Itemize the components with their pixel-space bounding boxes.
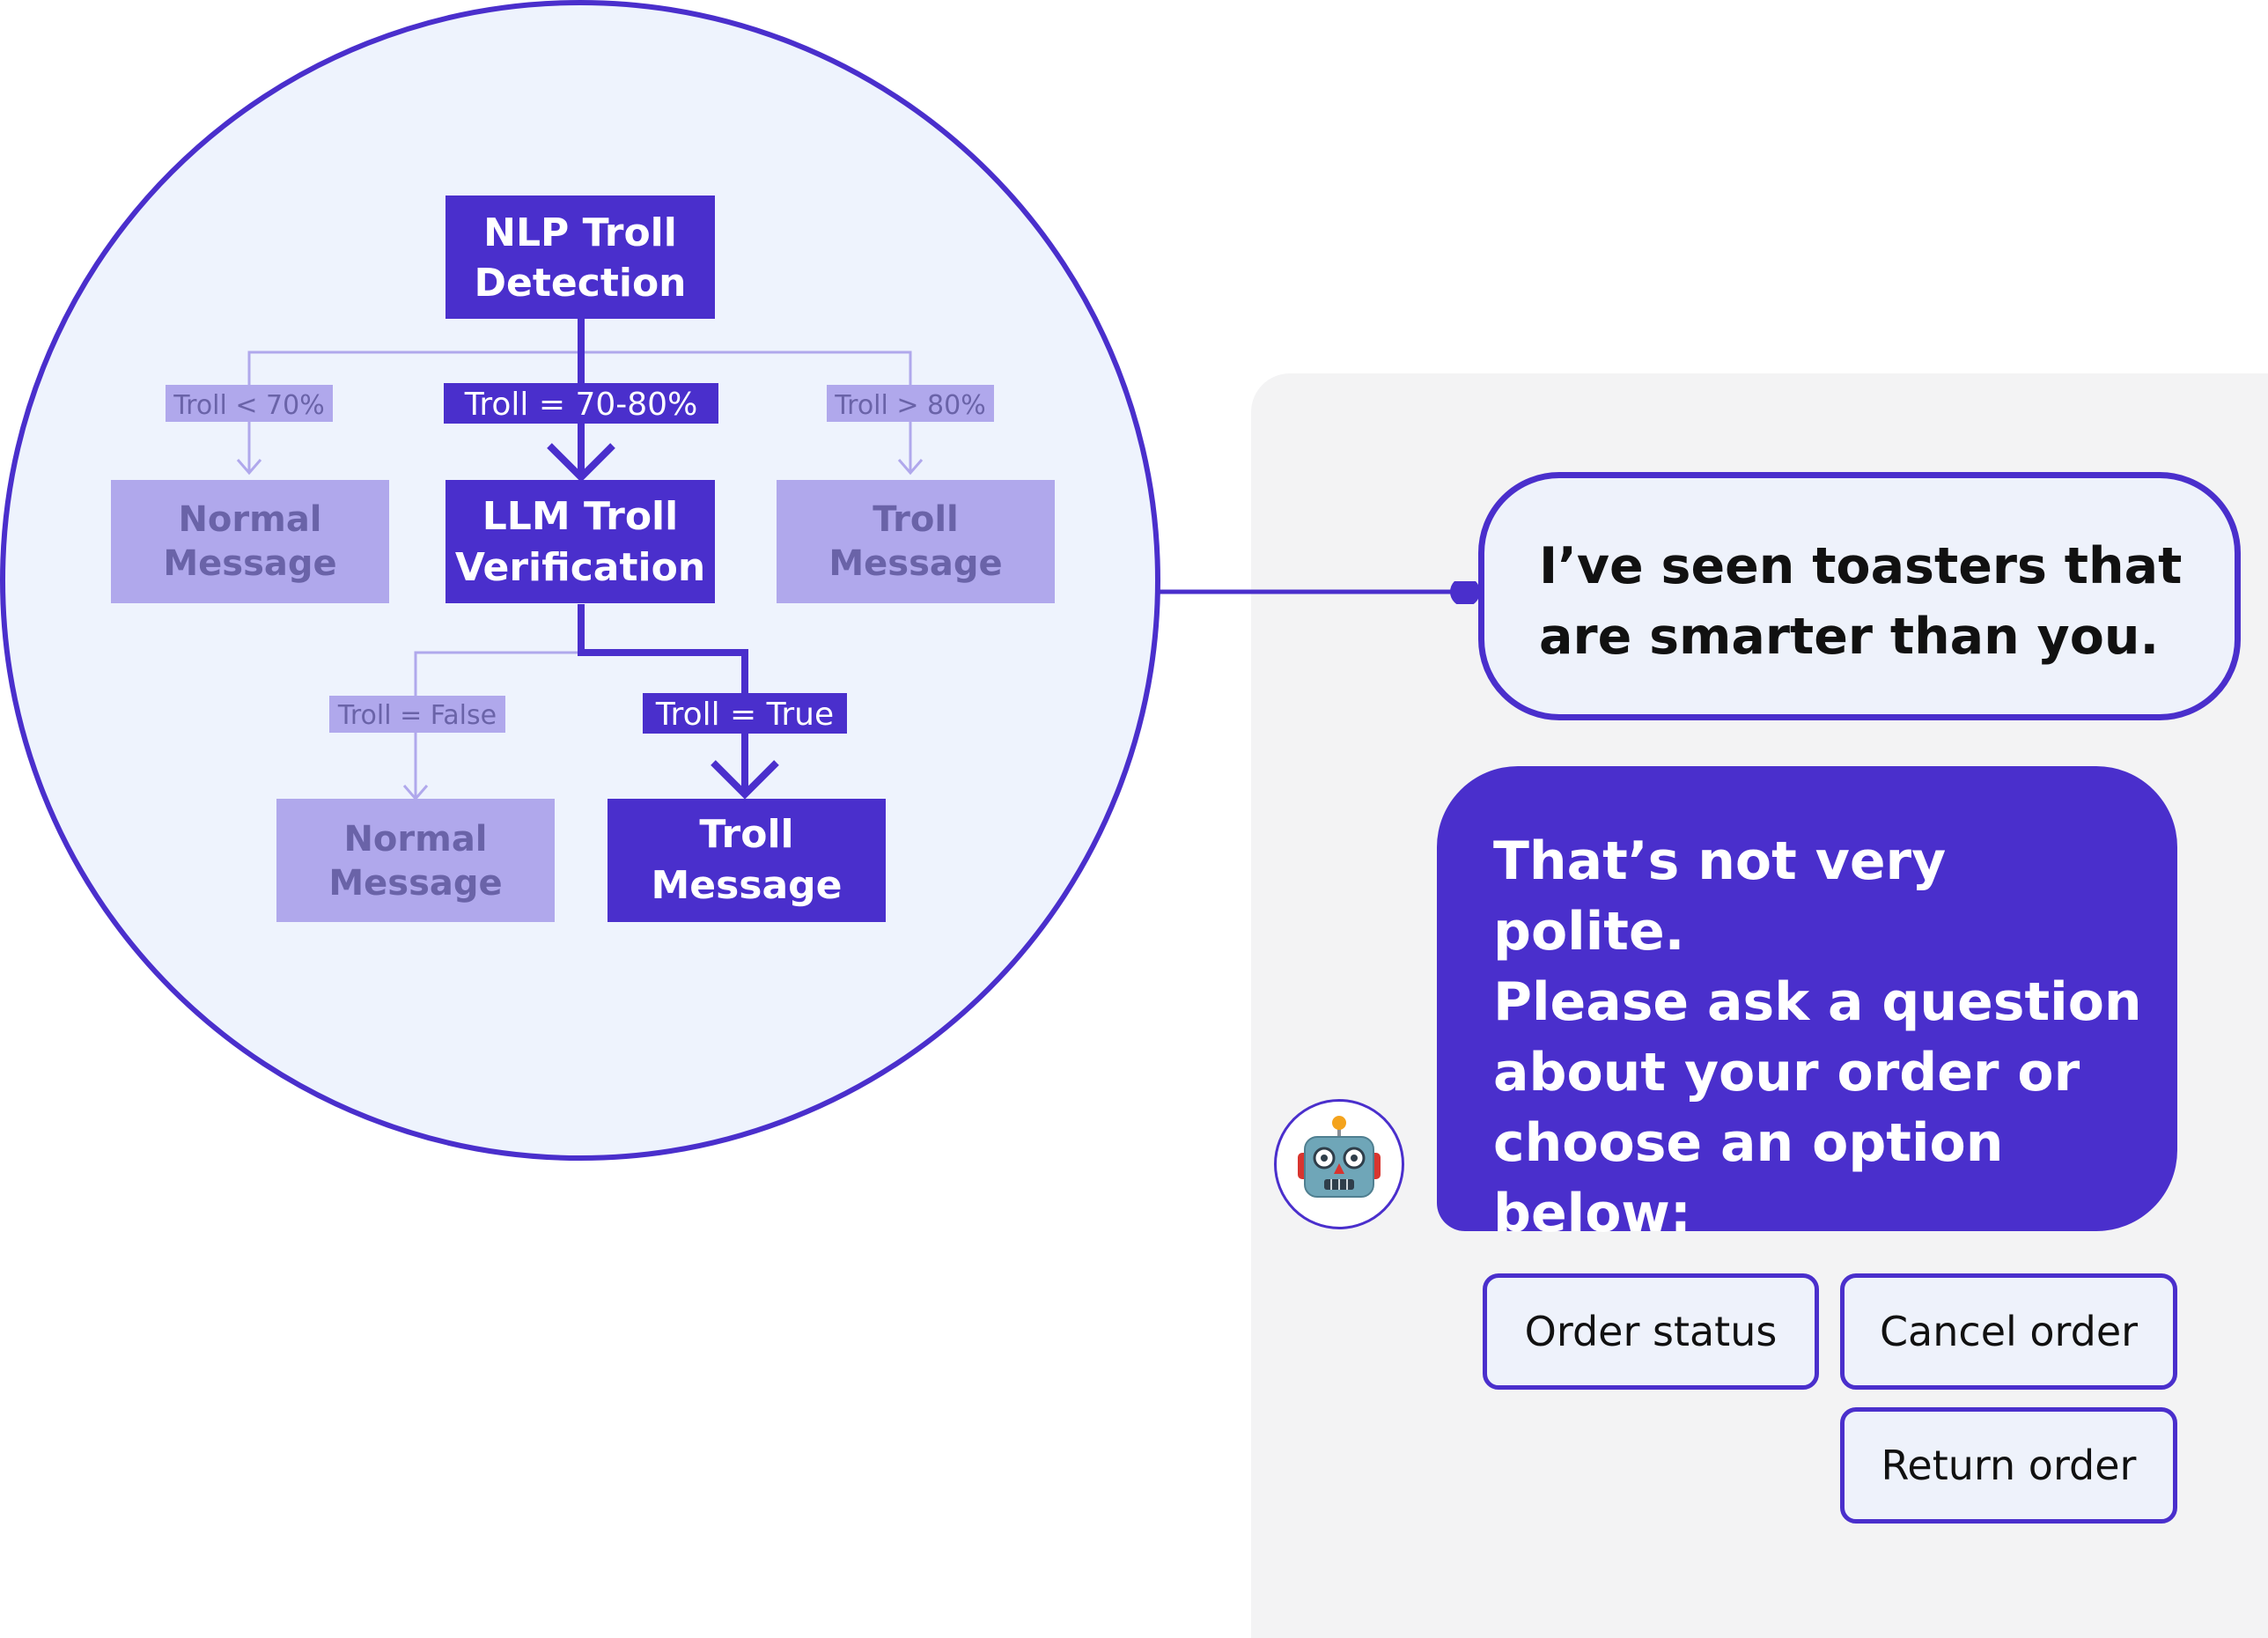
svg-text:Troll: Troll xyxy=(699,812,793,857)
user-message-line: are smarter than you. xyxy=(1539,608,2160,666)
svg-text:Troll < 70%: Troll < 70% xyxy=(173,390,325,421)
bot-message-line: below: xyxy=(1493,1183,1691,1244)
node-nlp-troll-detection: NLP Troll Detection xyxy=(446,196,715,319)
bot-message-bubble: That’s not very polite. Please ask a que… xyxy=(1437,766,2177,1244)
svg-text:Normal: Normal xyxy=(178,499,321,540)
node-troll-message-2: Troll Message xyxy=(608,799,886,922)
svg-text:NLP Troll: NLP Troll xyxy=(483,210,677,255)
option-return-order-button[interactable]: Return order xyxy=(1840,1407,2177,1524)
svg-text:Troll = True: Troll = True xyxy=(655,697,834,733)
bot-message-line: That’s not very polite. xyxy=(1493,830,1947,963)
bot-message-line: choose an option xyxy=(1493,1112,2004,1174)
label-troll-false: Troll = False xyxy=(329,696,505,733)
bot-message-line: about your order or xyxy=(1493,1042,2080,1103)
svg-text:Normal: Normal xyxy=(343,819,487,860)
svg-text:Troll = 70-80%: Troll = 70-80% xyxy=(464,387,698,423)
svg-text:Detection: Detection xyxy=(475,261,687,306)
label-troll-above-80: Troll > 80% xyxy=(827,385,994,422)
svg-text:Message: Message xyxy=(328,863,502,904)
node-normal-message-1: Normal Message xyxy=(111,480,389,603)
svg-text:Troll > 80%: Troll > 80% xyxy=(834,390,986,421)
svg-text:Troll: Troll xyxy=(873,499,959,540)
robot-icon xyxy=(1298,1116,1381,1198)
bot-message-line: Please ask a question xyxy=(1493,971,2142,1033)
active-arrowheads xyxy=(547,443,779,800)
label-troll-true: Troll = True xyxy=(643,693,847,734)
svg-text:Verification: Verification xyxy=(455,545,705,590)
svg-text:LLM Troll: LLM Troll xyxy=(482,494,678,539)
svg-text:Message: Message xyxy=(163,543,336,584)
node-troll-message-1: Troll Message xyxy=(777,480,1055,603)
option-order-status-button[interactable]: Order status xyxy=(1483,1273,1819,1390)
connector-overlay xyxy=(1247,581,1480,604)
user-message-bubble: I’ve seen toasters that are smarter than… xyxy=(1478,472,2241,720)
svg-text:Message: Message xyxy=(828,543,1002,584)
bot-avatar xyxy=(1274,1099,1404,1229)
user-message-line: I’ve seen toasters that xyxy=(1539,537,2183,595)
label-troll-70-80: Troll = 70-80% xyxy=(444,383,718,424)
option-cancel-order-button[interactable]: Cancel order xyxy=(1840,1273,2177,1390)
svg-text:Troll = False: Troll = False xyxy=(337,700,497,731)
label-troll-below-70: Troll < 70% xyxy=(166,385,333,422)
node-normal-message-2: Normal Message xyxy=(276,799,555,922)
node-llm-troll-verification: LLM Troll Verification xyxy=(446,480,715,603)
svg-text:Message: Message xyxy=(651,863,842,908)
